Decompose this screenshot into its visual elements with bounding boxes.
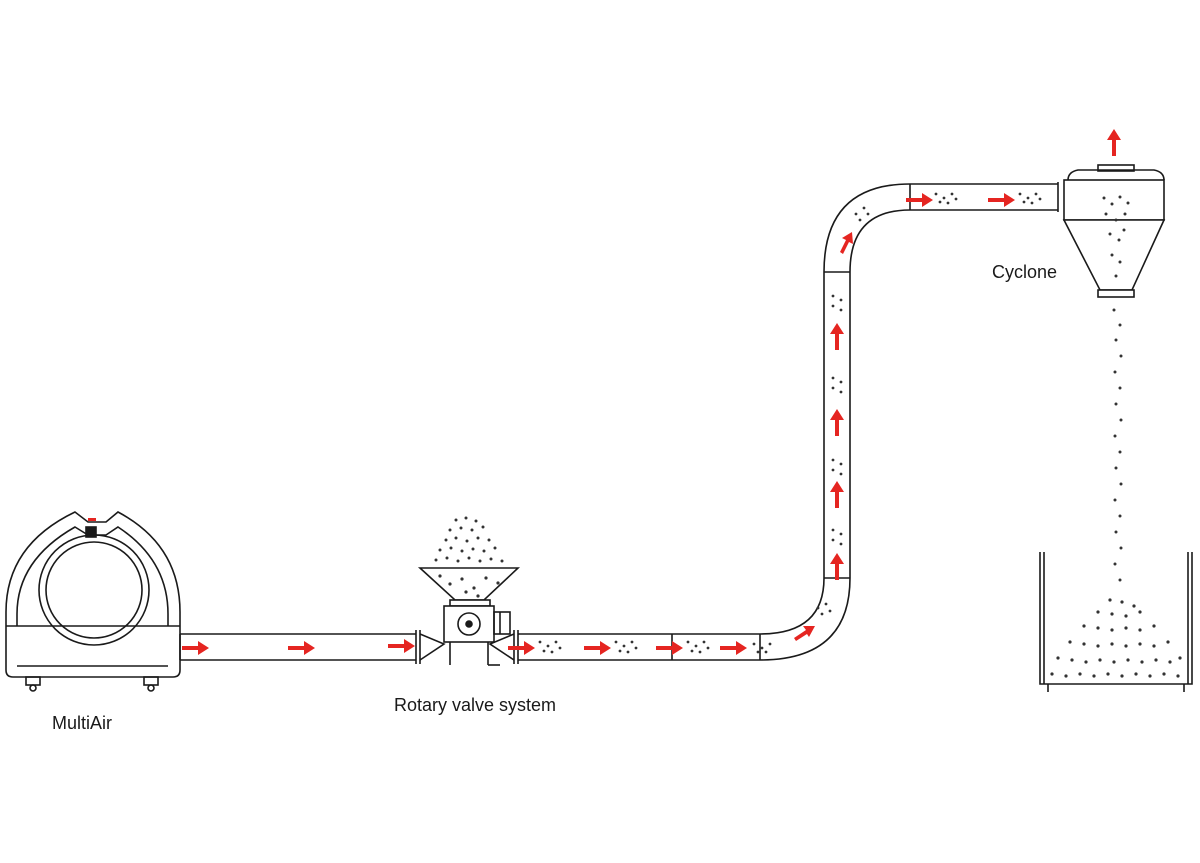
arrow-right-icon [988,193,1015,207]
arrow-up-icon [830,553,844,580]
cyclone-label: Cyclone [992,262,1058,282]
arrow-right-icon [906,193,933,207]
arrow-right-icon [584,641,611,655]
falling-particles-rotary [434,516,504,563]
falling-stream-particles [1112,308,1123,582]
arrow-right-icon [182,641,209,655]
arrow-diagonal-icon [794,626,815,641]
collection-container [1039,552,1193,692]
rotary-valve [417,567,521,666]
riser-pipe [759,182,1059,661]
blower-indicator-dot [88,518,96,521]
cyclone [1062,164,1166,298]
arrow-diagonal-icon [840,232,853,254]
arrow-right-icon [720,641,747,655]
arrow-up-icon [830,481,844,508]
multiair-blower [5,511,181,692]
horizontal-pipe [179,630,761,664]
cyclone-particles [1102,195,1130,278]
arrow-up-icon [830,409,844,436]
arrow-up-icon [1107,129,1121,156]
arrow-up-icon [830,323,844,350]
arrow-right-icon [508,641,535,655]
arrow-right-icon [288,641,315,655]
arrow-right-icon [656,641,683,655]
particle-pile [1050,598,1182,678]
multiair-label: MultiAir [52,713,113,733]
pipe-particles [538,192,1042,654]
arrow-right-icon [388,639,415,653]
flow-arrows [182,129,1121,655]
rotary-valve-feed-particles [438,574,500,598]
rotary-valve-label: Rotary valve system [394,695,557,715]
